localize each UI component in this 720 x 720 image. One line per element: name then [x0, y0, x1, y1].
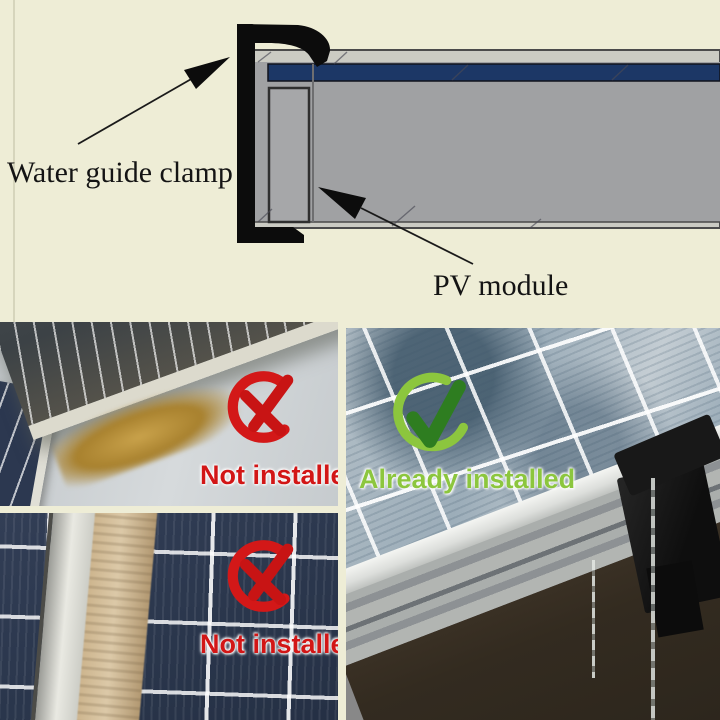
- arrow-line-clamp: [77, 77, 194, 145]
- frame-hollow-chamber: [267, 86, 311, 224]
- diagram-drawing: [77, 24, 720, 265]
- arrow-head-clamp: [184, 57, 230, 89]
- photo-comparison-grid: Not installed Not installed: [0, 322, 720, 720]
- arrow-line-module: [360, 207, 474, 265]
- module-glass: [267, 63, 720, 82]
- photo-already-installed: Already installed: [346, 328, 720, 720]
- module-body: [255, 62, 720, 222]
- green-check-icon: [393, 372, 468, 452]
- photo-not-installed-dust: Not installed: [0, 513, 338, 720]
- background-streak: [13, 0, 15, 322]
- caption-already-installed: Already installed: [359, 464, 576, 494]
- red-cross-icon: [227, 371, 294, 443]
- red-cross-icon: [227, 540, 294, 612]
- clamp-vertical-bar: [237, 24, 255, 243]
- caption-not-installed-2: Not installed: [200, 629, 338, 659]
- clamp-bottom-foot: [237, 227, 304, 243]
- photo-not-installed-edge: Not installed: [0, 322, 338, 506]
- water-stream: [651, 478, 655, 720]
- pv-module-cross-section: [251, 49, 720, 229]
- label-water-guide-clamp: Water guide clamp: [7, 156, 233, 189]
- caption-not-installed-1: Not installed: [200, 460, 338, 490]
- arrow-head-module: [318, 187, 366, 219]
- hatch-ticks: [257, 51, 629, 229]
- label-pv-module: PV module: [433, 269, 569, 302]
- callout-arrows: [77, 57, 474, 265]
- water-stream: [592, 560, 595, 678]
- diagram-section: Water guide clamp PV module: [0, 0, 720, 322]
- clamp-cross-section: [237, 24, 331, 243]
- clamp-top-hook: [237, 24, 331, 67]
